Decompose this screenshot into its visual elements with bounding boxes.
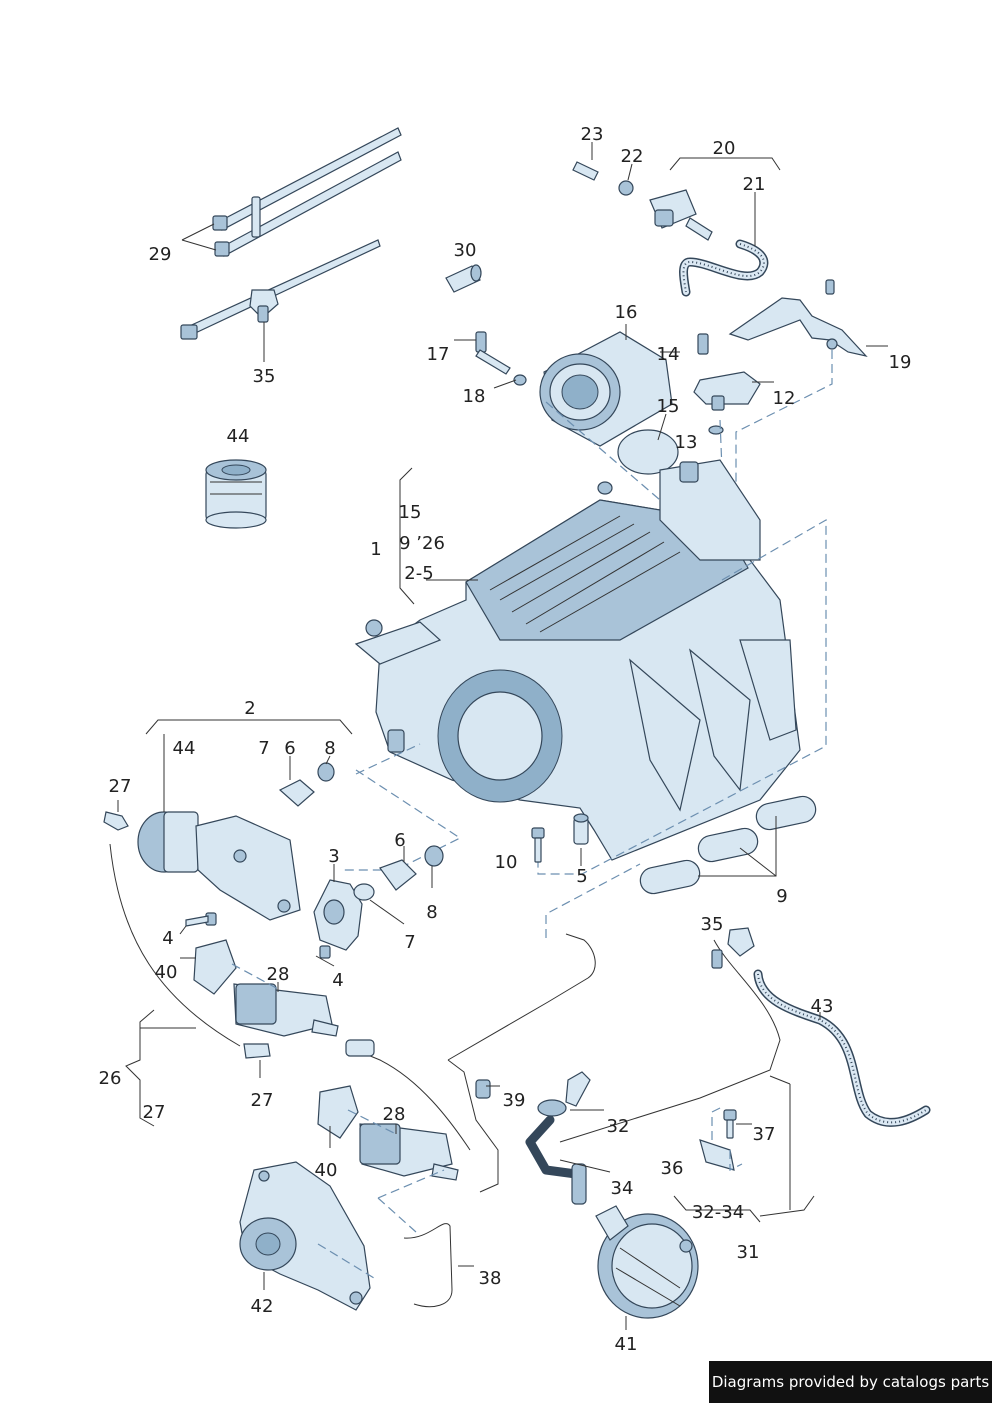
intake-manifold-1: [354, 459, 801, 861]
callout-7a: 7: [258, 738, 269, 759]
callout-40b: 40: [315, 1160, 338, 1181]
valve-motor-44: [137, 811, 301, 921]
cable-tie-29: [212, 127, 402, 257]
callout-2-5: 2-5: [404, 563, 433, 584]
flange-3: [313, 879, 375, 959]
sensor-32: [537, 1071, 591, 1117]
callout-28a: 28: [267, 964, 290, 985]
callout-32-34: 32-34: [692, 1202, 744, 1223]
bracket-40a: [193, 939, 237, 995]
callout-41: 41: [615, 1334, 638, 1355]
callout-27b: 27: [251, 1090, 274, 1111]
callout-42: 42: [251, 1296, 274, 1317]
callout-34: 34: [611, 1178, 634, 1199]
screw-37: [723, 1109, 737, 1139]
gaskets-9: [639, 795, 817, 895]
connector-6b: [379, 845, 444, 891]
callout-6a: 6: [284, 738, 295, 759]
credit-text: Diagrams provided by catalogs parts: [711, 1373, 990, 1391]
callout-19: 19: [889, 352, 912, 373]
throttle-body-16: [475, 331, 679, 475]
cable-tie-35: [180, 239, 381, 340]
callout-35b: 35: [701, 914, 724, 935]
credit-banner: Diagrams provided by catalogs parts: [709, 1361, 992, 1403]
callout-5: 5: [576, 866, 587, 887]
callout-6b: 6: [394, 830, 405, 851]
callout-27c: 27: [143, 1102, 166, 1123]
hose-43: [753, 969, 931, 1127]
sensor-12: [693, 333, 761, 435]
callout-44b: 44: [227, 426, 250, 447]
solenoid-valve-28a: [233, 983, 339, 1037]
bolt-10: [531, 827, 545, 863]
callout-18: 18: [463, 386, 486, 407]
sleeve-30: [445, 264, 482, 293]
valve-assembly-20: [572, 161, 713, 241]
sleeve-5: [573, 813, 589, 845]
connector-6a: [278, 762, 335, 807]
callout-4b: 4: [332, 970, 343, 991]
callout-36: 36: [661, 1158, 684, 1179]
callout-8a: 8: [324, 738, 335, 759]
callout-29: 29: [149, 244, 172, 265]
callout-31: 31: [737, 1242, 760, 1263]
line-31: [525, 939, 781, 1205]
callout-14: 14: [657, 344, 680, 365]
vacuum-line-38: [403, 1223, 453, 1308]
callout-7b: 7: [404, 932, 415, 953]
hose-21: [679, 239, 769, 297]
callout-9-26: 9 ’26: [399, 533, 445, 554]
bracket-40b: [317, 1085, 359, 1139]
callout-9: 9: [776, 886, 787, 907]
solenoid-valve-28b: [359, 1123, 459, 1181]
callout-23: 23: [581, 124, 604, 145]
pump-42: [239, 1161, 371, 1311]
clip-36: [699, 1139, 735, 1171]
callout-38: 38: [479, 1268, 502, 1289]
bracket-19: [728, 279, 868, 358]
callout-3: 3: [328, 846, 339, 867]
callout-4a: 4: [162, 928, 173, 949]
callout-30: 30: [454, 240, 477, 261]
callout-26: 26: [99, 1068, 122, 1089]
callout-40a: 40: [155, 962, 178, 983]
callout-2: 2: [244, 698, 255, 719]
callout-16: 16: [615, 302, 638, 323]
callout-21: 21: [743, 174, 766, 195]
vacuum-line-39: [345, 933, 596, 1193]
vacuum-pump-41: [595, 1205, 699, 1319]
callout-43: 43: [811, 996, 834, 1017]
callout-44a: 44: [173, 738, 196, 759]
callout-32: 32: [607, 1116, 630, 1137]
callout-22: 22: [621, 146, 644, 167]
hose-26: [103, 811, 271, 1059]
callout-28b: 28: [383, 1104, 406, 1125]
callout-15b: 15: [399, 502, 422, 523]
callout-20: 20: [713, 138, 736, 159]
connector-35b: [711, 927, 755, 969]
screw-4a: [185, 912, 217, 927]
callout-17: 17: [427, 344, 450, 365]
callout-15a: 15: [657, 396, 680, 417]
callout-37: 37: [753, 1124, 776, 1145]
callout-35a: 35: [253, 366, 276, 387]
callout-13: 13: [675, 432, 698, 453]
callout-10: 10: [495, 852, 518, 873]
callout-12: 12: [773, 388, 796, 409]
callout-8b: 8: [426, 902, 437, 923]
oil-filter-44: [205, 459, 267, 529]
callout-39: 39: [503, 1090, 526, 1111]
callout-labels: 1 2 2-5 3 4 4 5 6 6 7 7 8 8 9 9 ’26 10 1…: [99, 124, 912, 1355]
callout-1: 1: [370, 539, 381, 560]
callout-27a: 27: [109, 776, 132, 797]
